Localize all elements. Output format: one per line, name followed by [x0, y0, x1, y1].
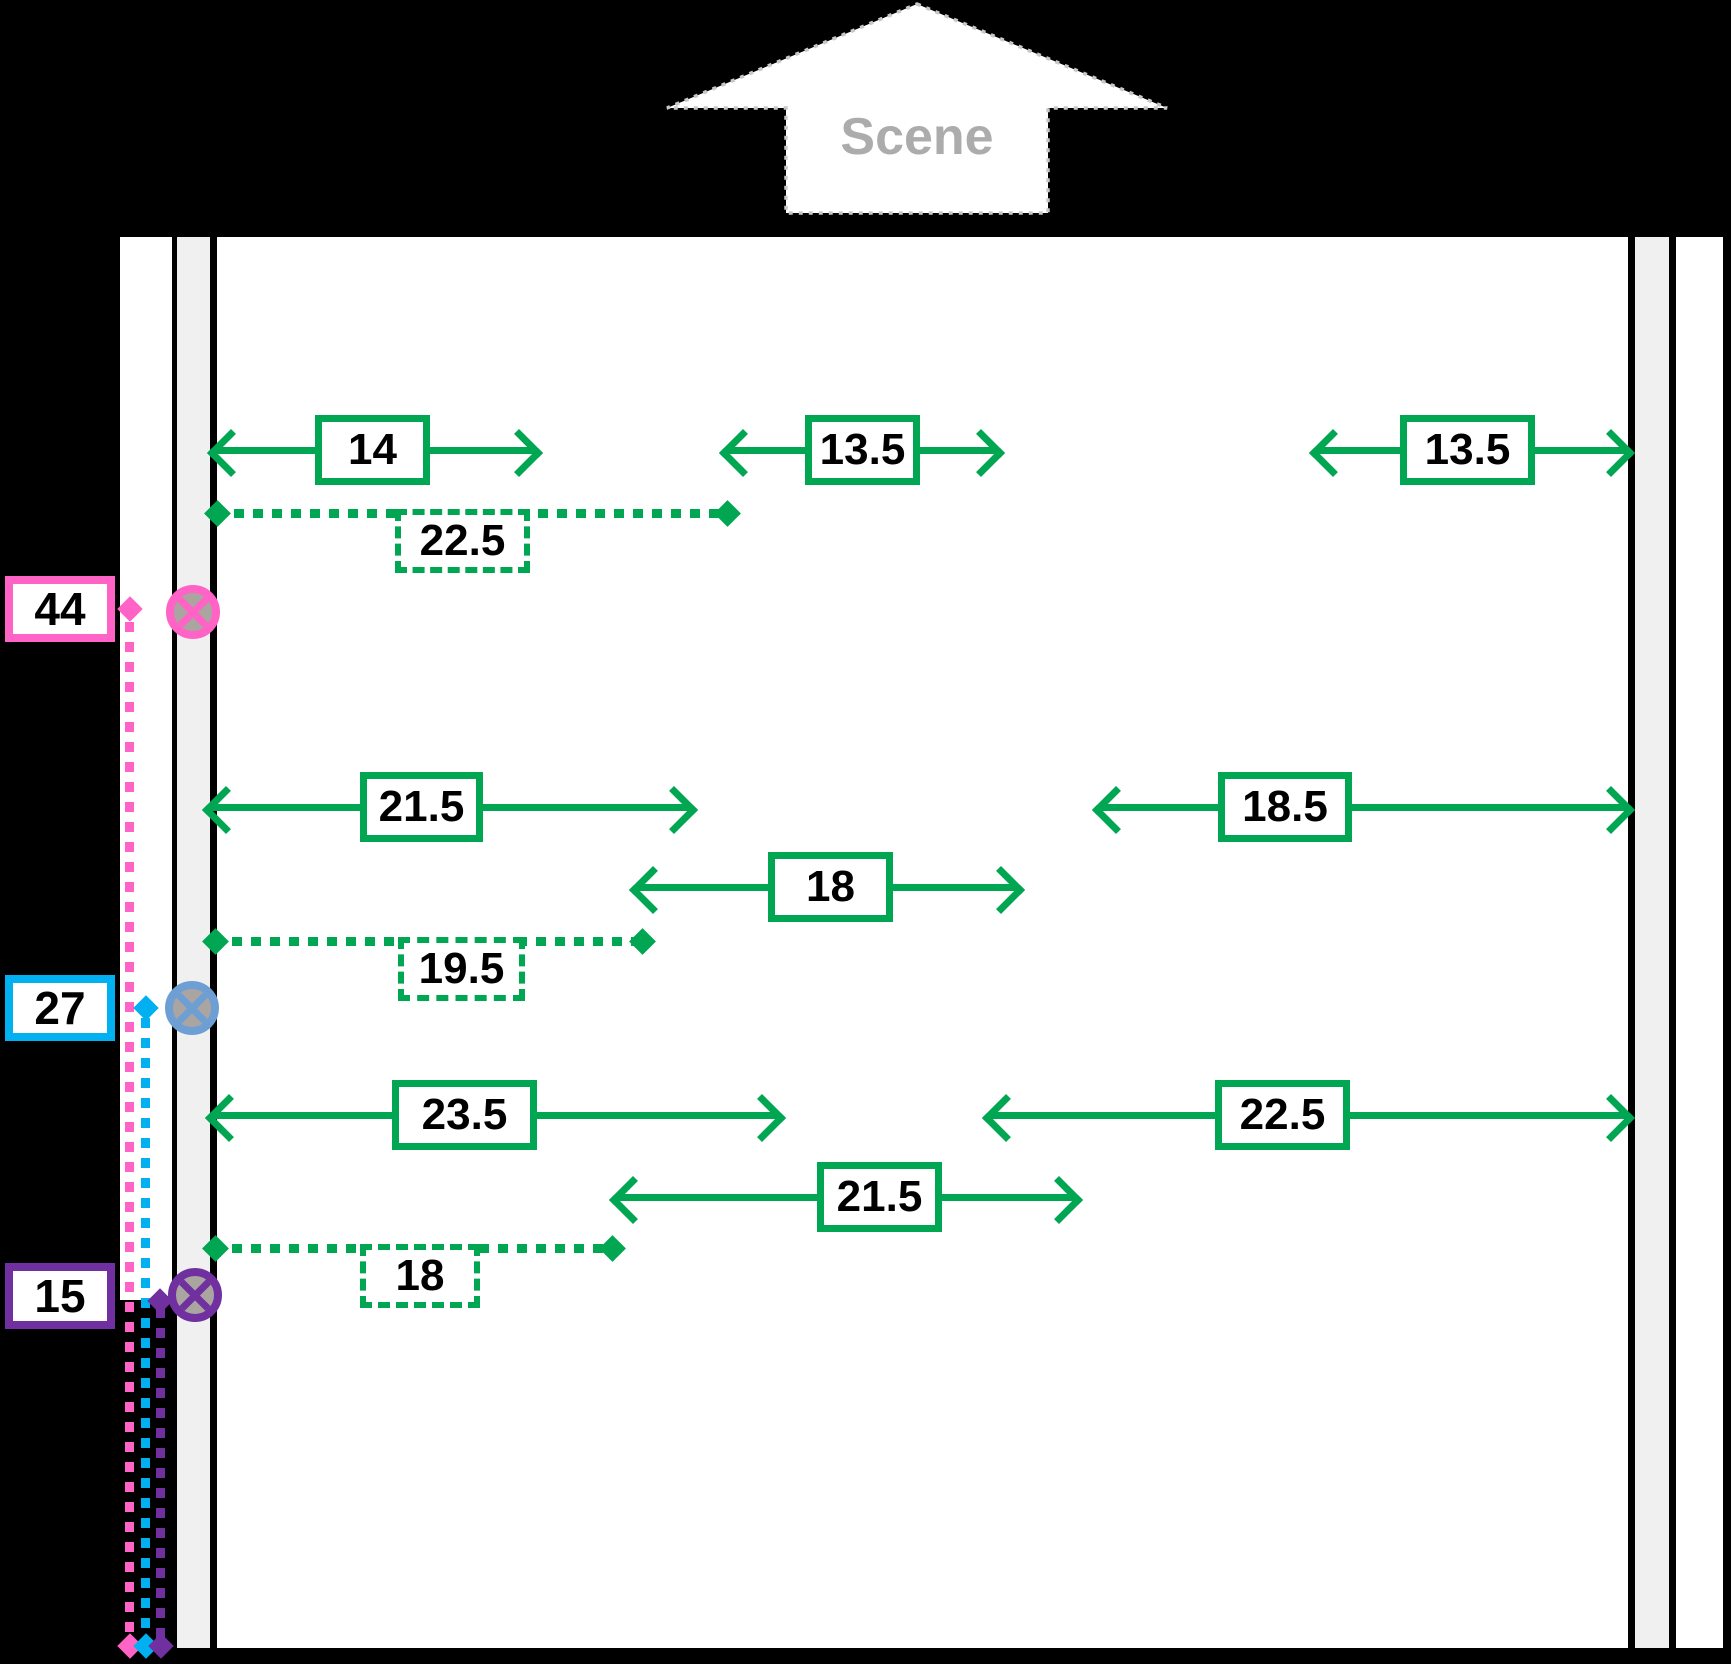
right-wall	[1635, 237, 1669, 1648]
measurement-value-box: 18	[768, 852, 893, 922]
side-label-15: 15	[5, 1263, 115, 1329]
wall-marker-crossed-circle-blue	[165, 981, 219, 1035]
dotted-value-box: 22.5	[395, 509, 530, 573]
dotted-value-box: 19.5	[398, 937, 525, 1001]
wall-marker-crossed-circle-pink	[166, 585, 220, 639]
left-wall-inner-line	[172, 237, 177, 1648]
measurement-value-box: 13.5	[1400, 415, 1535, 485]
measurement-value-box: 14	[315, 415, 430, 485]
dotted-value-box: 18	[360, 1244, 480, 1308]
vertical-dotted-line-blue	[141, 1018, 150, 1640]
bottom-diamond-purple-icon	[148, 1633, 174, 1659]
measurement-value-box: 22.5	[1215, 1080, 1350, 1150]
side-label-27: 27	[5, 975, 115, 1041]
arrow-shaft	[1102, 803, 1625, 811]
wall-marker-crossed-circle-purple	[168, 1268, 222, 1322]
scene-direction-arrow: Scene	[666, 2, 1168, 215]
measurement-value-box: 18.5	[1218, 772, 1352, 842]
measurement-value-box: 13.5	[805, 415, 920, 485]
scene-label: Scene	[840, 108, 993, 166]
measurement-value-box: 23.5	[392, 1080, 537, 1150]
right-wall-outer-line	[1669, 237, 1676, 1648]
vertical-dotted-line-purple	[156, 1308, 165, 1640]
right-corridor	[1676, 237, 1723, 1648]
right-wall-inner-line	[1628, 237, 1635, 1648]
side-label-44: 44	[5, 576, 115, 642]
measurement-value-box: 21.5	[360, 772, 483, 842]
scene-arrow-shape	[666, 2, 1168, 215]
measurement-value-box: 21.5	[817, 1162, 942, 1232]
vertical-dotted-line-pink	[125, 622, 134, 1640]
